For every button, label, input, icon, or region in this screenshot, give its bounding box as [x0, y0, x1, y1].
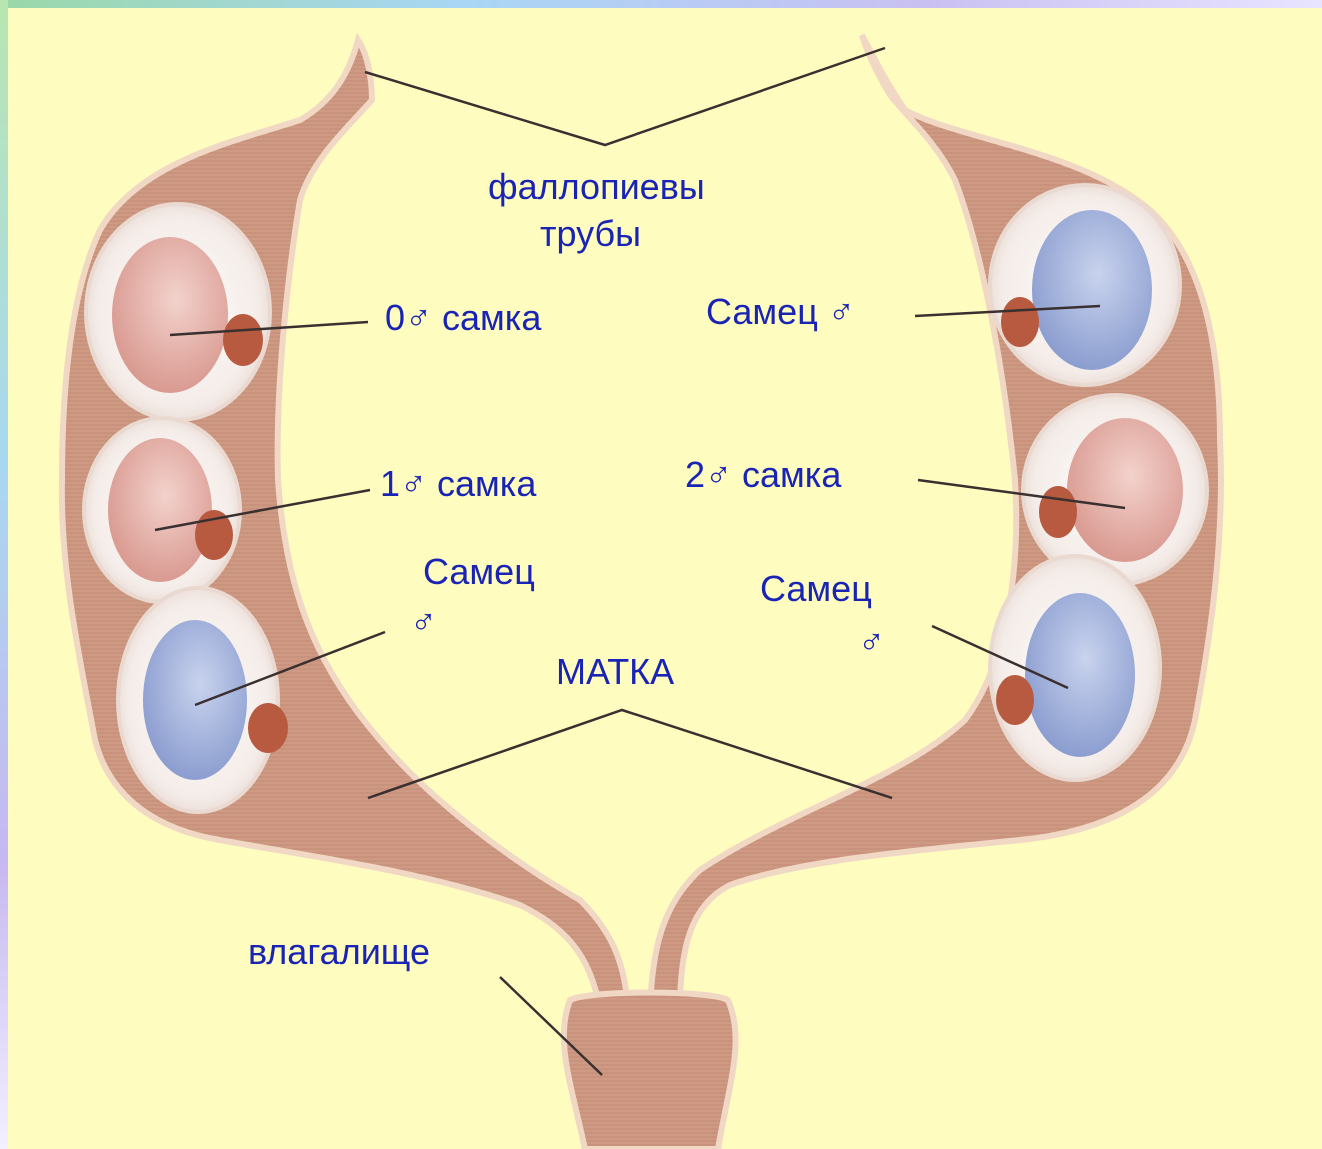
label-right-male-word: Самец	[760, 567, 872, 610]
left-sac-2	[84, 418, 240, 602]
leader-uterus	[368, 710, 892, 798]
label-uterus: МАТКА	[556, 650, 674, 693]
right-sac-1	[990, 185, 1180, 385]
placenta-right-3	[996, 675, 1034, 725]
left-sac-1	[86, 204, 270, 420]
label-vagina: влагалище	[248, 930, 430, 973]
fetus-female-left-2	[108, 438, 212, 582]
label-fallopian-2: трубы	[540, 212, 641, 255]
label-right-2-female: 2♂ самка	[685, 453, 841, 496]
placenta-left-1	[223, 314, 263, 366]
label-left-male-sign: ♂	[410, 600, 437, 643]
label-right-male-sign: ♂	[858, 620, 885, 663]
label-left-male-word: Самец	[423, 550, 535, 593]
placenta-left-3	[248, 703, 288, 753]
right-sac-2	[1023, 395, 1207, 585]
placenta-right-1	[1001, 297, 1039, 347]
leader-fallopian	[365, 48, 885, 145]
label-right-top-male: Самец ♂	[706, 290, 855, 333]
label-left-0-female: 0♂ самка	[385, 296, 541, 339]
vagina-shape	[564, 993, 736, 1149]
fetus-male-right-1	[1032, 210, 1152, 370]
placenta-right-2	[1039, 486, 1077, 538]
fetus-female-left-1	[112, 237, 228, 393]
label-left-1-female: 1♂ самка	[380, 462, 536, 505]
label-fallopian-1: фаллопиевы	[488, 165, 705, 208]
fetus-male-left-3	[143, 620, 247, 780]
fetus-female-right-2	[1067, 418, 1183, 562]
right-sac-3	[990, 556, 1160, 780]
